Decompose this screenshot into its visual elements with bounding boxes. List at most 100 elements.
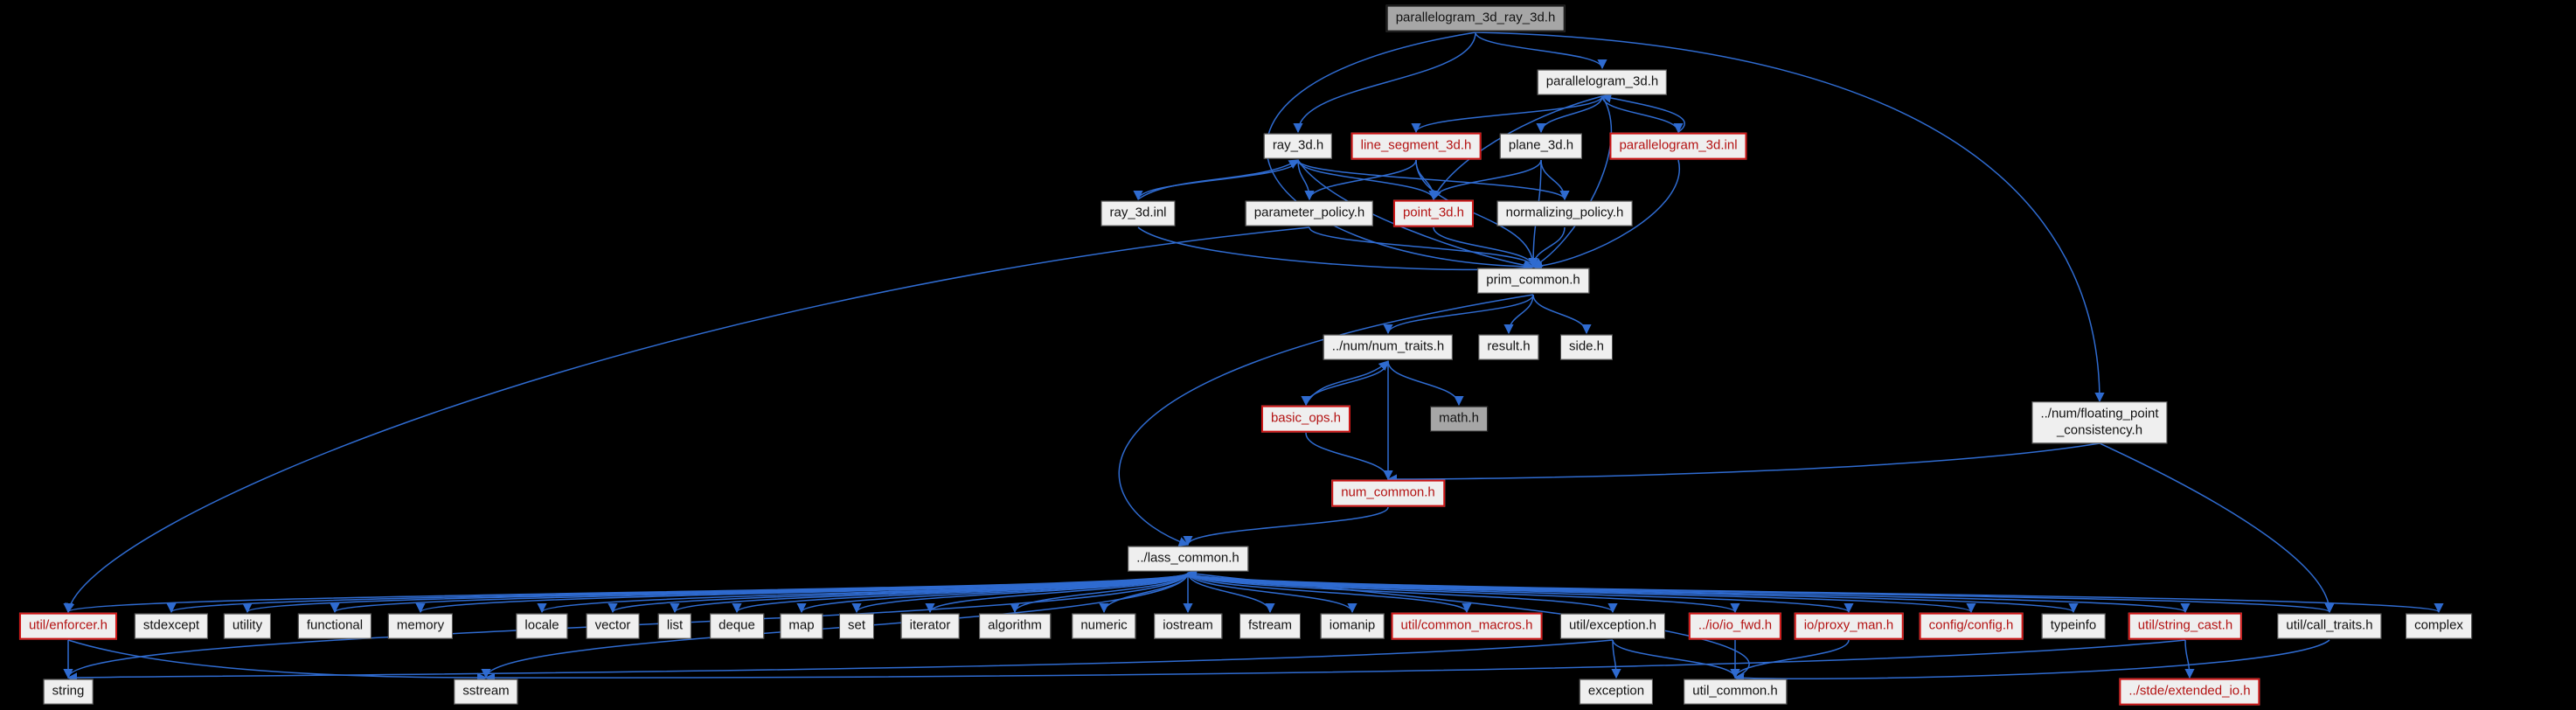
include-edge-exceptionh-exception [1611, 639, 1621, 679]
include-edge-rayinl-ray [1137, 159, 1299, 200]
include-edge-basicops-numtraits [1305, 360, 1389, 406]
graph-node-iterator[interactable]: iterator [900, 613, 960, 639]
graph-node-numcommon[interactable]: num_common.h [1331, 479, 1445, 507]
graph-node-config[interactable]: config/config.h [1919, 612, 2024, 640]
include-edge-lineseg-primcommon [1415, 159, 1538, 268]
include-edge-primcommon-side [1532, 294, 1592, 335]
graph-node-pg3dray[interactable]: parallelogram_3d_ray_3d.h [1385, 4, 1566, 32]
include-edge-stringcast-sstream [484, 639, 2186, 683]
include-edge-numcommon-lasscommon [1183, 506, 1389, 546]
include-edge-pg3d-plane [1536, 95, 1603, 134]
graph-node-utilcommon[interactable]: util_common.h [1684, 679, 1787, 705]
include-edge-numtraits-math [1387, 360, 1464, 407]
graph-node-iofwd[interactable]: ../io/io_fwd.h [1688, 612, 1782, 640]
include-edge-lasscommon-commonmacros [1187, 572, 1472, 614]
include-edge-parampol-primcommon [1309, 226, 1538, 268]
graph-node-primcommon[interactable]: prim_common.h [1477, 268, 1589, 294]
graph-node-list[interactable]: list [657, 613, 692, 639]
graph-node-point3d[interactable]: point_3d.h [1392, 199, 1475, 227]
graph-node-side[interactable]: side.h [1559, 334, 1614, 360]
graph-node-map[interactable]: map [780, 613, 823, 639]
include-edge-stringcast-extendedio [2184, 639, 2195, 679]
graph-node-typeinfo[interactable]: typeinfo [2041, 613, 2106, 639]
include-edge-normpol-primcommon [1528, 226, 1566, 268]
graph-node-stringcast[interactable]: util/string_cast.h [2128, 612, 2243, 640]
include-edge-enforcer-sstream [67, 639, 488, 683]
include-edge-utilcommon-lasscommon [1186, 568, 1750, 679]
include-edge-plane-point3d [1428, 159, 1542, 201]
include-edge-plane-normpol [1540, 159, 1570, 201]
include-edge-lasscommon-iomanip [1187, 572, 1357, 614]
include-edge-lasscommon-set [851, 572, 1189, 614]
graph-node-string[interactable]: string [43, 679, 94, 705]
include-edge-lasscommon-memory [415, 572, 1189, 614]
include-edge-proxyman-utilcommon [1730, 639, 1850, 679]
include-edge-lasscommon-sstream [481, 572, 1189, 679]
graph-node-iomanip[interactable]: iomanip [1320, 613, 1385, 639]
graph-node-proxyman[interactable]: io/proxy_man.h [1794, 612, 1904, 640]
graph-node-vector[interactable]: vector [586, 613, 640, 639]
graph-node-functional[interactable]: functional [297, 613, 372, 639]
graph-node-stdexcept[interactable]: stdexcept [134, 613, 209, 639]
graph-node-memory[interactable]: memory [387, 613, 454, 639]
include-edge-lasscommon-exceptionh [1187, 572, 1618, 614]
graph-node-numeric[interactable]: numeric [1072, 613, 1136, 639]
graph-node-utility[interactable]: utility [223, 613, 272, 639]
include-edge-parampol-enforcer [65, 226, 1310, 614]
graph-node-set[interactable]: set [838, 613, 875, 639]
include-edge-pg3d-point3d [1432, 95, 1603, 201]
graph-node-locale[interactable]: locale [516, 613, 568, 639]
graph-node-exceptionh[interactable]: util/exception.h [1559, 613, 1666, 639]
include-edge-pg3dinl-pg3d [1600, 93, 1685, 133]
include-edge-exceptionh-utilcommon [1612, 639, 1740, 679]
include-edge-fpc-calltraits [2099, 442, 2335, 614]
graph-node-complex[interactable]: complex [2406, 613, 2472, 639]
include-edge-pg3d-primcommon [1532, 95, 1613, 268]
graph-node-lineseg[interactable]: line_segment_3d.h [1350, 132, 1482, 160]
include-edge-pg3dinl-primcommon [1531, 159, 1681, 271]
graph-node-commonmacros[interactable]: util/common_macros.h [1391, 612, 1543, 640]
include-edge-lasscommon-iterator [925, 572, 1189, 614]
include-edge-lasscommon-complex [1187, 572, 2443, 614]
include-edge-primcommon-result [1503, 294, 1534, 335]
include-edge-primcommon-lasscommon [1118, 294, 1534, 546]
graph-node-rayinl[interactable]: ray_3d.inl [1101, 200, 1176, 226]
graph-node-sstream[interactable]: sstream [454, 679, 518, 705]
graph-node-math[interactable]: math.h [1430, 406, 1488, 432]
include-edge-exceptionh-string [66, 639, 1614, 683]
include-edge-pg3dray-ray [1293, 31, 1476, 134]
graph-node-iostream[interactable]: iostream [1154, 613, 1222, 639]
graph-node-numtraits[interactable]: ../num/num_traits.h [1323, 334, 1454, 360]
graph-node-algorithm[interactable]: algorithm [979, 613, 1051, 639]
graph-node-fpc[interactable]: ../num/floating_point _consistency.h [2031, 401, 2168, 443]
include-edge-lasscommon-proxyman [1187, 572, 1854, 614]
graph-node-ray[interactable]: ray_3d.h [1263, 133, 1333, 159]
include-edge-lineseg-parampol [1304, 159, 1417, 201]
graph-node-parampol[interactable]: parameter_policy.h [1245, 200, 1374, 226]
include-edge-pg3d-lineseg [1411, 95, 1603, 134]
include-edge-basicops-numcommon [1305, 432, 1393, 481]
graph-node-basicops[interactable]: basic_ops.h [1260, 405, 1351, 433]
graph-node-calltraits[interactable]: util/call_traits.h [2277, 613, 2382, 639]
include-edge-pg3dray-fpc [1475, 31, 2105, 403]
graph-node-exception[interactable]: exception [1579, 679, 1654, 705]
graph-node-pg3dinl[interactable]: parallelogram_3d.inl [1609, 132, 1747, 160]
graph-node-pg3d[interactable]: parallelogram_3d.h [1537, 69, 1668, 95]
graph-node-lasscommon[interactable]: ../lass_common.h [1128, 546, 1248, 572]
graph-node-normpol[interactable]: normalizing_policy.h [1496, 200, 1633, 226]
graph-node-plane[interactable]: plane_3d.h [1499, 133, 1583, 159]
graph-node-deque[interactable]: deque [710, 613, 764, 639]
include-edge-calltraits-utilcommon [1733, 639, 2330, 684]
graph-node-enforcer[interactable]: util/enforcer.h [18, 612, 118, 640]
graph-node-extendedio[interactable]: ../stde/extended_io.h [2119, 678, 2260, 706]
include-edge-lasscommon-iofwd [1187, 572, 1740, 614]
include-edge-pg3dray-pg3d [1475, 31, 1607, 70]
include-edge-fpc-numcommon [1386, 442, 2100, 484]
graph-node-fstream[interactable]: fstream [1239, 613, 1302, 639]
graph-node-result[interactable]: result.h [1478, 334, 1539, 360]
include-edge-ray-normpol [1297, 159, 1570, 201]
include-edge-pg3dray-primcommon [1266, 31, 1535, 272]
include-edge-ray-primcommon [1297, 159, 1535, 270]
